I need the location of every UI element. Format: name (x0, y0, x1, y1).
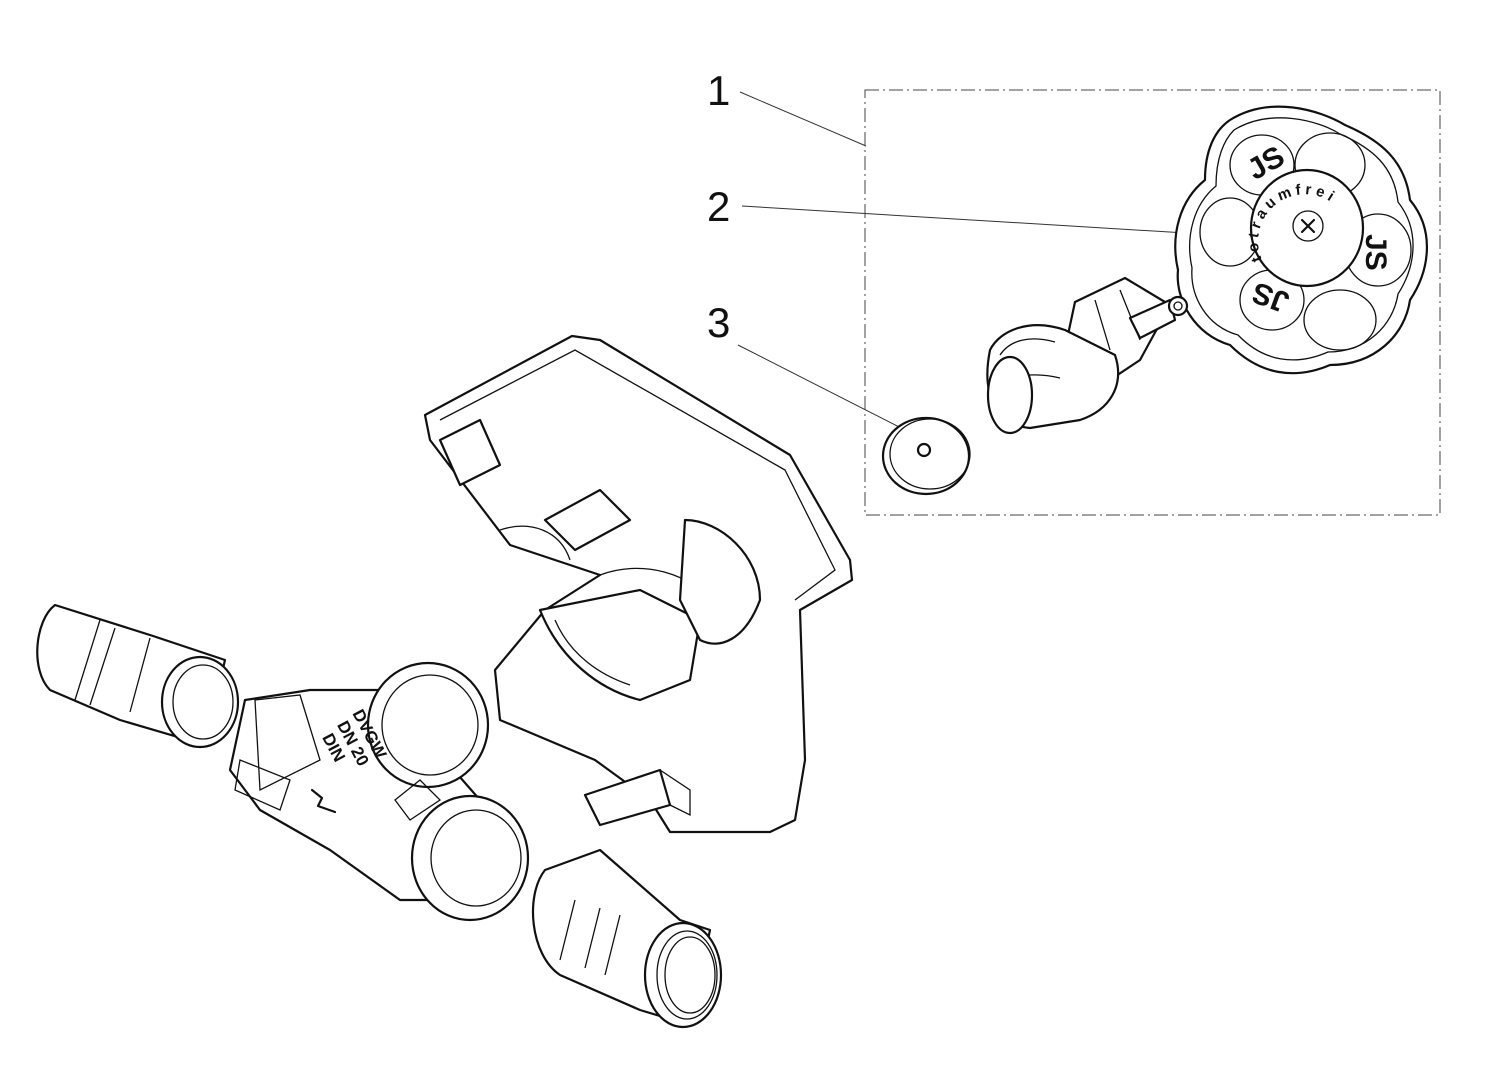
press-fitting-right (531, 848, 723, 1029)
callout-2: 2 (707, 183, 731, 230)
leader-line-1 (739, 91, 867, 147)
handwheel-knob: JS JS JS totraumfrei (1174, 105, 1429, 375)
valve-cartridge (986, 276, 1189, 435)
callout-1: 1 (707, 67, 731, 114)
knob-logo-mark: JS (1359, 234, 1392, 271)
valve-body: DVGW DN 20 DIN (228, 661, 530, 922)
washer-seal (881, 416, 971, 496)
leader-line-3 (737, 344, 906, 431)
leader-line-2 (741, 205, 1187, 234)
assembly-group-boundary (864, 89, 1441, 516)
flow-arrow-icon (310, 788, 337, 814)
mounting-bracket (423, 334, 854, 834)
press-fitting-left (36, 603, 240, 749)
callout-3: 3 (707, 299, 731, 346)
